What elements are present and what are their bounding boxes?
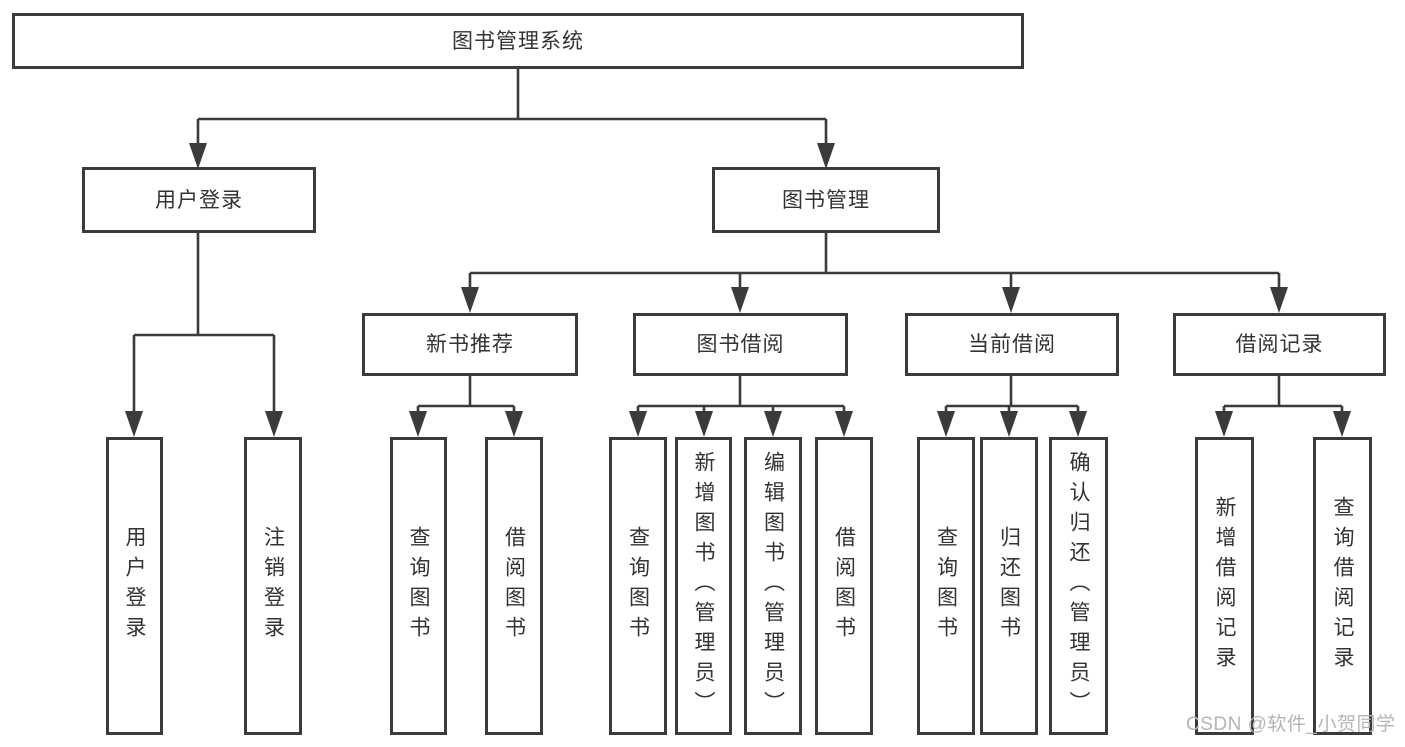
node-edit-book-admin-label: 编辑图书（管理员）: [761, 451, 785, 721]
node-user-login-label: 用户登录: [123, 526, 146, 646]
arrowhead: [461, 287, 479, 313]
node-add-borrow-record: 新增借阅记录: [1195, 437, 1254, 735]
node-current-borrow-label: 当前借阅: [968, 333, 1056, 356]
connector-bookmgmt-to-level3: [468, 233, 1281, 292]
node-root: 图书管理系统: [12, 13, 1024, 69]
node-query-book-current-label: 查询图书: [934, 526, 958, 646]
node-new-book-rec-label: 新书推荐: [426, 333, 514, 356]
arrowhead: [695, 411, 713, 437]
node-query-book-current: 查询图书: [917, 437, 975, 735]
arrowhead: [505, 411, 523, 437]
node-new-book-rec: 新书推荐: [362, 313, 578, 376]
arrowhead: [835, 411, 853, 437]
node-return-book-label: 归还图书: [997, 526, 1021, 646]
node-book-mgmt-group-label: 图书管理: [782, 188, 870, 212]
csdn-watermark: CSDN @软件_小贺同学: [1186, 714, 1396, 735]
arrowhead: [1215, 411, 1233, 437]
node-logout: 注销登录: [244, 437, 302, 735]
arrowhead: [817, 143, 835, 169]
node-current-borrow: 当前借阅: [905, 313, 1119, 376]
arrowhead: [1333, 411, 1351, 437]
node-user-login-group: 用户登录: [82, 167, 316, 233]
arrowhead: [937, 411, 955, 437]
node-query-borrow-record: 查询借阅记录: [1313, 437, 1372, 735]
node-book-borrow-label: 图书借阅: [696, 333, 785, 356]
node-borrow-book-rec: 借阅图书: [485, 437, 543, 735]
node-query-book-borrow-label: 查询图书: [626, 526, 650, 646]
arrowhead: [1069, 411, 1087, 437]
connector-newbookrec-to-children: [416, 376, 516, 416]
connector-root-to-level2: [196, 69, 828, 148]
arrowhead: [189, 143, 207, 169]
connector-borrowrecord-to-children: [1222, 376, 1344, 416]
node-borrow-record: 借阅记录: [1173, 313, 1386, 376]
arrowhead: [629, 411, 647, 437]
node-query-book-borrow: 查询图书: [609, 437, 667, 735]
arrowhead: [731, 287, 749, 313]
arrowhead: [1002, 287, 1020, 313]
arrowhead: [409, 411, 427, 437]
connector-currentborrow-to-children: [944, 376, 1080, 416]
node-borrow-book-borrow-label: 借阅图书: [832, 526, 856, 646]
node-query-book-rec-label: 查询图书: [407, 526, 430, 646]
node-root-label: 图书管理系统: [452, 29, 584, 53]
node-add-borrow-record-label: 新增借阅记录: [1213, 496, 1236, 676]
node-user-login: 用户登录: [106, 437, 163, 735]
node-add-book-admin: 新增图书（管理员）: [675, 437, 732, 735]
arrowhead: [1000, 411, 1018, 437]
node-borrow-record-label: 借阅记录: [1235, 333, 1324, 356]
node-book-mgmt-group: 图书管理: [712, 167, 940, 233]
arrowhead: [764, 411, 782, 437]
arrowhead: [265, 411, 283, 437]
node-borrow-book-borrow: 借阅图书: [815, 437, 873, 735]
node-borrow-book-rec-label: 借阅图书: [502, 526, 526, 646]
node-confirm-return-admin-label: 确认归还（管理员）: [1067, 451, 1090, 721]
node-query-borrow-record-label: 查询借阅记录: [1331, 496, 1354, 676]
node-user-login-group-label: 用户登录: [155, 188, 243, 212]
node-confirm-return-admin: 确认归还（管理员）: [1049, 437, 1108, 735]
node-edit-book-admin: 编辑图书（管理员）: [744, 437, 802, 735]
node-add-book-admin-label: 新增图书（管理员）: [692, 451, 715, 721]
node-query-book-rec: 查询图书: [390, 437, 447, 735]
connector-userlogin-to-children: [132, 233, 276, 416]
connector-bookborrow-to-children: [636, 376, 846, 416]
node-logout-label: 注销登录: [261, 526, 285, 646]
node-book-borrow: 图书借阅: [633, 313, 848, 376]
arrowhead: [1270, 287, 1288, 313]
node-return-book: 归还图书: [980, 437, 1038, 735]
arrowhead: [125, 411, 143, 437]
